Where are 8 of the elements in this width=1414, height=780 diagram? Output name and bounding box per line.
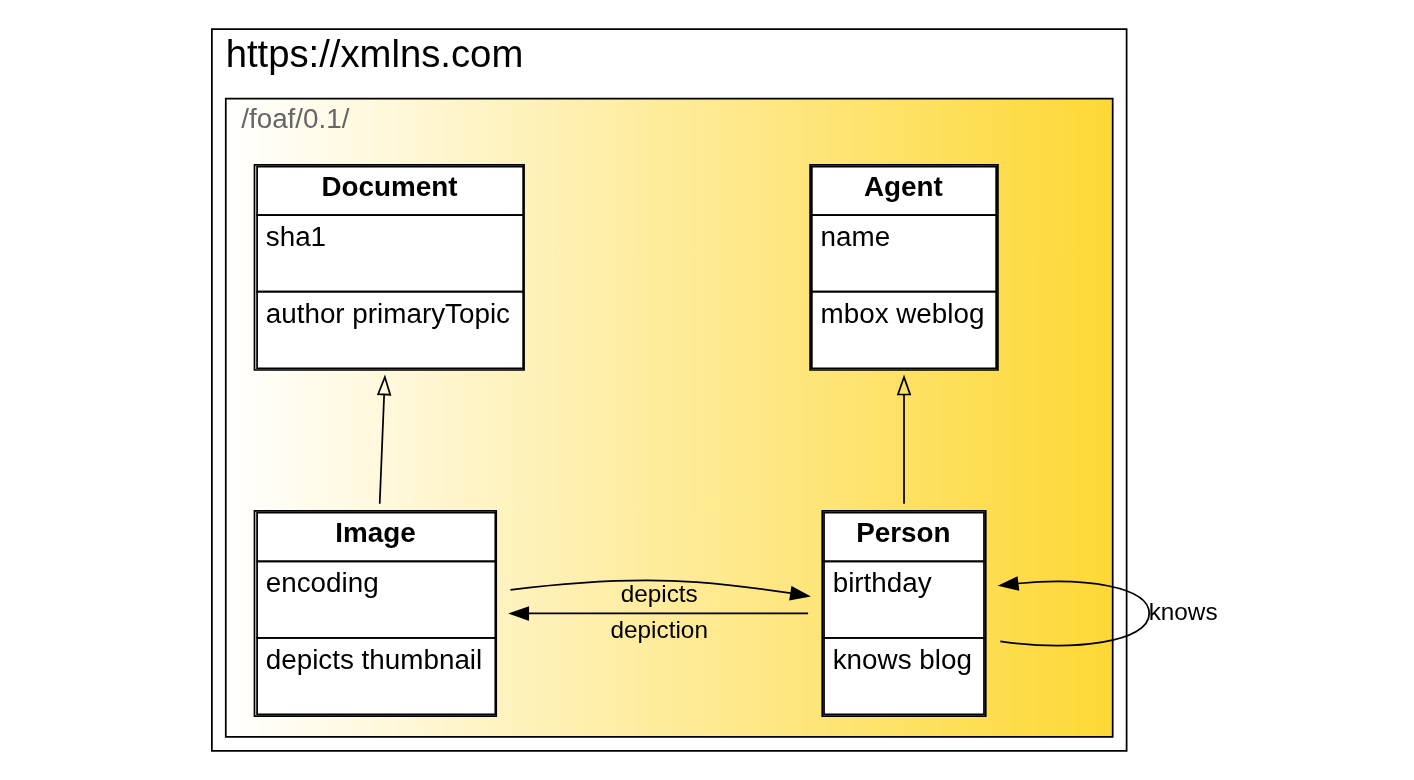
edge-label: depiction xyxy=(610,616,708,644)
edge-label: depicts xyxy=(620,579,698,607)
arrow xyxy=(507,606,809,621)
arrow xyxy=(376,374,391,505)
arrow xyxy=(509,579,811,601)
arrow xyxy=(896,374,911,505)
arrow xyxy=(997,576,1150,647)
edge-label: knows xyxy=(1148,597,1218,625)
